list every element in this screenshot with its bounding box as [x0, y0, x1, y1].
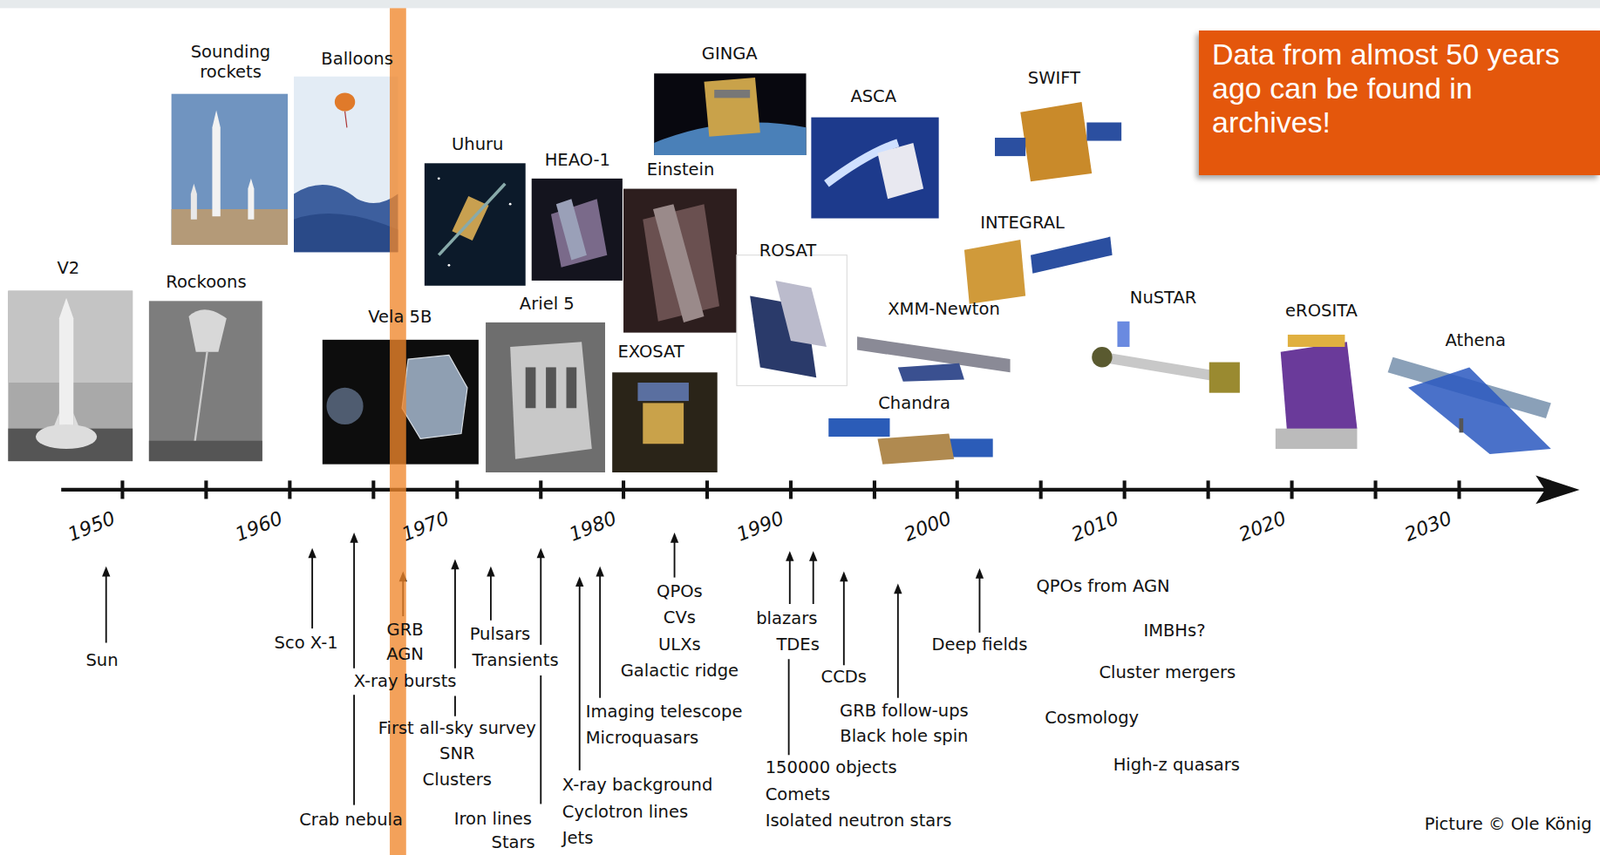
- discovery-label: Crab nebula: [299, 810, 403, 831]
- year-label: 1950: [65, 507, 119, 546]
- discovery-label: GRB follow-ups: [839, 701, 969, 721]
- mission-name: Rockoons: [165, 272, 246, 293]
- axis-arrowhead: [1535, 476, 1580, 505]
- mission-name: GINGA: [701, 44, 758, 64]
- mission-name: Chandra: [878, 394, 951, 414]
- discovery-label: QPOs: [656, 582, 703, 602]
- mission-name: Einstein: [646, 160, 715, 180]
- discovery-label: Sco X-1: [274, 633, 339, 654]
- athena-picture: [1379, 342, 1570, 459]
- year-label: 1970: [398, 507, 452, 546]
- discovery-label: TDEs: [776, 634, 819, 654]
- discovery-label: Clusters: [422, 770, 492, 790]
- v2-photo: [7, 291, 133, 462]
- sounding-rockets-photo: [171, 94, 288, 246]
- mission-name: INTEGRAL: [980, 213, 1065, 233]
- mission-name: NuSTAR: [1130, 288, 1198, 308]
- year-label: 2030: [1402, 507, 1456, 546]
- discovery-label: Imaging telescope: [585, 702, 743, 722]
- mission-name: HEAO-1: [544, 150, 611, 171]
- year-label: 1960: [232, 507, 286, 546]
- time-axis: [61, 480, 1546, 499]
- discovery-label: Comets: [765, 784, 831, 804]
- discovery-label: SNR: [439, 744, 476, 764]
- discovery-label: Black hole spin: [839, 727, 968, 747]
- mission-name: SWIFT: [1028, 68, 1081, 89]
- asca-picture: [810, 117, 939, 219]
- nustar-picture: [1084, 316, 1248, 399]
- mission-name: V2: [57, 258, 81, 279]
- discovery-label: ULXs: [658, 634, 702, 654]
- discovery-label: Transients: [471, 651, 559, 671]
- discovery-label: CCDs: [821, 667, 867, 688]
- discovery-label: First all-sky survey: [378, 718, 537, 738]
- integral-picture: [957, 234, 1113, 307]
- discovery-label: blazars: [755, 609, 818, 629]
- rosat-picture: [736, 255, 847, 387]
- chandra-picture: [823, 412, 998, 483]
- einstein-picture: [623, 189, 737, 334]
- discovery-label: X-ray background: [562, 776, 713, 796]
- mission-name: Uhuru: [451, 135, 504, 155]
- mission-name: Athena: [1445, 331, 1506, 351]
- discovery-label: Cyclotron lines: [562, 802, 688, 822]
- discovery-label: CVs: [663, 608, 696, 628]
- ginga-picture: [653, 73, 806, 156]
- discovery-label: 150000 objects: [765, 758, 898, 778]
- discovery-label: Cosmology: [1044, 708, 1139, 729]
- mission-name: Vela 5B: [367, 307, 432, 327]
- mission-name: EXOSAT: [617, 342, 684, 362]
- discovery-label: X-ray bursts: [354, 672, 457, 692]
- discovery-label: Jets: [562, 829, 594, 849]
- mission-name: Sounding rockets: [179, 42, 282, 82]
- discovery-label: Isolated neutron stars: [765, 811, 953, 831]
- mission-name: eROSITA: [1285, 301, 1358, 321]
- discovery-label: Stars: [491, 832, 536, 852]
- year-label: 1990: [733, 507, 787, 546]
- erosita-picture: [1265, 326, 1368, 460]
- ariel-5-photo: [485, 322, 606, 473]
- discovery-label: GRB: [387, 620, 424, 640]
- discovery-label: High-z quasars: [1113, 755, 1240, 775]
- discovery-label: AGN: [386, 645, 424, 665]
- year-label: 2020: [1235, 507, 1289, 546]
- event-arrows: [102, 532, 984, 806]
- callout-box: Data from almost 50 years ago can be fou…: [1198, 30, 1600, 176]
- swift-picture: [992, 95, 1129, 191]
- discovery-label: Microquasars: [585, 728, 699, 749]
- uhuru-picture: [424, 163, 526, 286]
- discovery-label: QPOs from AGN: [1036, 577, 1171, 597]
- rockoons-photo: [149, 300, 263, 462]
- year-label: 2000: [900, 507, 954, 546]
- discovery-label: Sun: [85, 651, 118, 671]
- discovery-label: Galactic ridge: [620, 661, 739, 681]
- discovery-label: Pulsars: [469, 625, 531, 645]
- mission-name: ASCA: [850, 87, 897, 107]
- mission-name: ROSAT: [759, 241, 817, 261]
- discovery-label: Iron lines: [454, 810, 532, 830]
- xmm-newton-picture: [851, 326, 1021, 383]
- balloon-photo: [293, 76, 398, 252]
- year-label: 1980: [565, 507, 620, 546]
- year-label: 2010: [1068, 507, 1122, 546]
- discovery-label: Deep fields: [932, 634, 1029, 654]
- mission-name: Ariel 5: [519, 294, 575, 314]
- exosat-picture: [612, 372, 718, 473]
- callout-text: Data from almost 50 years ago can be fou…: [1211, 37, 1590, 139]
- mission-name: Balloons: [320, 49, 394, 69]
- credit-label: Picture © Ole König: [1424, 814, 1593, 834]
- heao-1-picture: [531, 178, 623, 281]
- discovery-label: IMBHs?: [1143, 621, 1206, 641]
- mission-name: XMM-Newton: [887, 299, 1001, 319]
- discovery-label: Cluster mergers: [1098, 663, 1236, 683]
